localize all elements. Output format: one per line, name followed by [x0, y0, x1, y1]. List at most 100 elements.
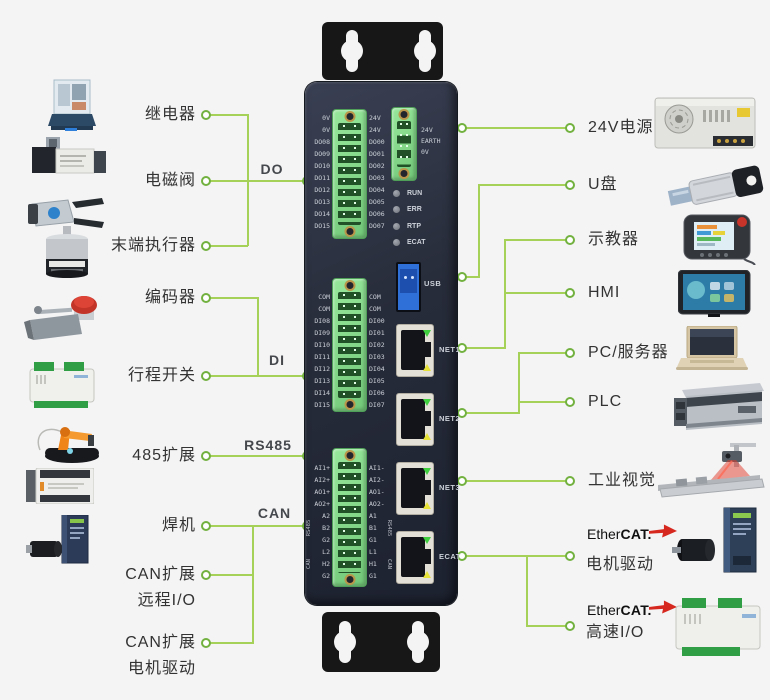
- link-node: [200, 370, 211, 381]
- can-remote-io-image: [26, 468, 94, 504]
- link-node: [564, 475, 575, 486]
- bus-label-can: CAN: [257, 505, 292, 521]
- led-rtp: RTP: [393, 223, 421, 230]
- link-node: [456, 271, 467, 282]
- usb-port-label: USB: [424, 279, 442, 288]
- link-node: [200, 292, 211, 303]
- link-line: [462, 347, 506, 349]
- link-line: [206, 642, 253, 644]
- label-limit-switch: 行程开关: [127, 367, 196, 384]
- link-line: [206, 375, 307, 377]
- link-line: [206, 574, 253, 576]
- rs485-expansion-module-image: [29, 362, 95, 408]
- ethercat-arrow-icon: [648, 524, 677, 538]
- encoder-image: [46, 226, 88, 278]
- act-led-icon: [423, 433, 431, 440]
- link-line: [206, 525, 307, 527]
- link-line: [518, 352, 520, 414]
- link-node: [564, 620, 575, 631]
- net2-port: [396, 393, 434, 446]
- label-rs485-expansion: 485扩展: [132, 447, 196, 464]
- ecat-led-icon: [393, 239, 400, 246]
- ecat-port-label: ECAT: [439, 552, 461, 561]
- net2-port-label: NET2: [439, 414, 461, 423]
- link-node: [564, 550, 575, 561]
- link-node: [200, 520, 211, 531]
- link-line: [504, 239, 506, 349]
- link-line: [518, 401, 570, 403]
- err-led-icon: [393, 206, 400, 213]
- net1-port-label: NET1: [439, 345, 461, 354]
- label-hmi: HMI: [588, 284, 621, 301]
- label-teach-pendant: 示教器: [588, 231, 640, 248]
- keyhole-slot: [414, 30, 436, 72]
- run-led-icon: [393, 190, 400, 197]
- link-node: [564, 179, 575, 190]
- keyhole-slot: [407, 621, 429, 663]
- 24v-power-supply-image: [654, 97, 756, 149]
- act-led-icon: [423, 571, 431, 578]
- link-node: [200, 175, 211, 186]
- link-node: [456, 475, 467, 486]
- bus-label-do: DO: [260, 161, 284, 177]
- industrial-vision-image: [658, 443, 765, 498]
- label-industrial-vision: 工业视觉: [588, 472, 657, 489]
- teach-pendant-image: [683, 214, 756, 265]
- link-node: [564, 396, 575, 407]
- link-line: [462, 480, 570, 482]
- link-line: [478, 184, 480, 278]
- hmi-panel-image: [678, 270, 751, 317]
- link-line: [526, 555, 528, 627]
- label-plc: PLC: [588, 393, 623, 410]
- can-group-label-right: CAN: [386, 559, 392, 569]
- net1-port: [396, 324, 434, 377]
- link-line: [247, 114, 249, 246]
- ethercat-motor-drive-image: [672, 507, 757, 573]
- usb-port: [396, 262, 421, 312]
- bottom-mounting-bracket: [322, 612, 440, 672]
- link-led-icon: [423, 399, 431, 406]
- ethercat-highspeed-io-image: [675, 598, 761, 656]
- rs485-group-label-right: RS485: [386, 519, 392, 537]
- ethercat-logo-text: Ether: [587, 526, 621, 542]
- welder-robot-image: [37, 427, 99, 463]
- link-node: [200, 569, 211, 580]
- do-terminal-block: [332, 109, 367, 239]
- link-line: [206, 114, 248, 116]
- link-line: [478, 184, 570, 186]
- rtp-led-icon: [393, 223, 400, 230]
- label-pc-server: PC/服务器: [588, 344, 669, 361]
- link-node: [200, 240, 211, 251]
- laptop-image: [676, 326, 748, 370]
- link-line: [462, 412, 520, 414]
- link-led-icon: [423, 468, 431, 475]
- keyhole-slot: [341, 30, 363, 72]
- led-ecat: ECAT: [393, 239, 426, 246]
- led-run: RUN: [393, 190, 422, 197]
- link-line: [518, 352, 570, 354]
- link-line: [252, 525, 254, 644]
- power-connector: [391, 107, 417, 181]
- aio-terminal-block: [332, 448, 367, 587]
- act-led-icon: [423, 502, 431, 509]
- gripper-image: [28, 198, 104, 228]
- label-welder: 焊机: [161, 517, 196, 534]
- link-node: [564, 347, 575, 358]
- bus-label-rs485: RS485: [244, 437, 292, 453]
- label-ecat-highspeed-io: 高速I/O: [586, 624, 645, 641]
- link-node: [456, 407, 467, 418]
- act-led-icon: [423, 364, 431, 371]
- label-can-exp-io-1: CAN扩展: [125, 566, 196, 583]
- keyhole-slot: [334, 621, 356, 663]
- label-end-effector: 末端执行器: [110, 237, 196, 254]
- link-led-icon: [423, 330, 431, 337]
